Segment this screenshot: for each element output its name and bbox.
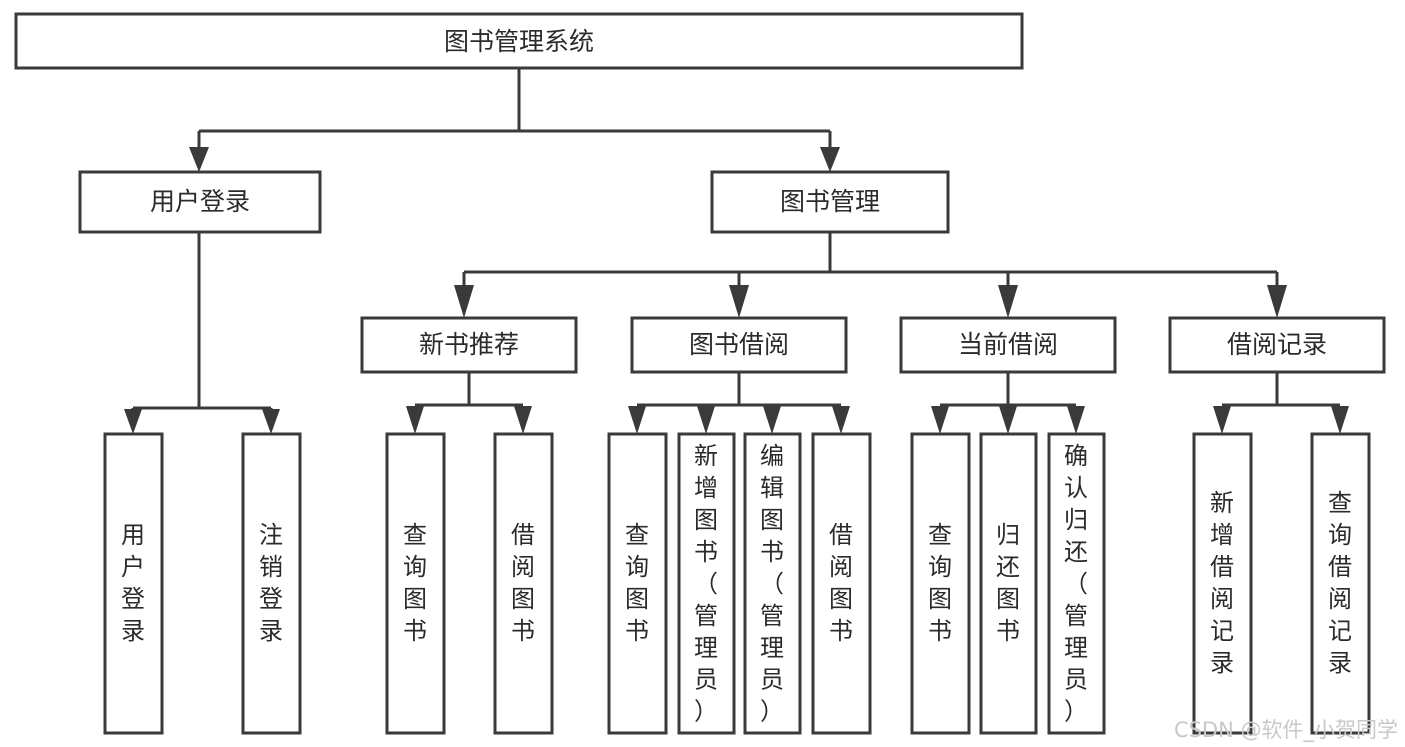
arrow-head-leaf-borrow-book-rec	[514, 406, 532, 434]
node-leaf-return-book-box[interactable]	[979, 432, 1038, 735]
node-current-borrow-box[interactable]	[899, 316, 1117, 374]
node-user-login-box[interactable]	[78, 170, 322, 234]
node-leaf-add-book-label: 新增图书（管理员）	[694, 442, 718, 725]
node-leaf-query-book-borrow-label: 查询图书	[625, 521, 649, 645]
node-leaf-query-book-borrow-box[interactable]	[607, 432, 668, 735]
node-leaf-user-login[interactable]: 用户登录	[103, 432, 164, 735]
arrow-head-leaf-user-login	[124, 409, 142, 434]
arrow-head-book-manage	[820, 147, 840, 172]
node-leaf-query-book-rec-box[interactable]	[385, 432, 446, 735]
node-leaf-borrow-book-rec-label: 借阅图书	[511, 521, 535, 645]
node-user-login-label: 用户登录	[150, 187, 250, 216]
arrow-head-borrow-record	[1267, 285, 1287, 318]
arrow-head-leaf-query-book-borrow	[628, 406, 646, 434]
node-leaf-query-book-cur-label: 查询图书	[928, 521, 952, 645]
arrow-head-leaf-add-record	[1213, 406, 1231, 434]
node-leaf-borrow-book[interactable]: 借阅图书	[811, 432, 872, 735]
node-leaf-edit-book[interactable]: 编辑图书（管理员）	[743, 432, 802, 735]
node-leaf-borrow-book-box[interactable]	[811, 432, 872, 735]
node-leaf-add-book-box[interactable]	[677, 432, 736, 735]
node-current-borrow-label: 当前借阅	[958, 330, 1058, 359]
node-leaf-borrow-book-label: 借阅图书	[829, 521, 853, 645]
node-leaf-query-record-label: 查询借阅记录	[1328, 489, 1352, 677]
arrow-head-leaf-query-book-rec	[406, 406, 424, 434]
node-leaf-query-record[interactable]: 查询借阅记录	[1310, 432, 1371, 735]
node-book-borrow-label: 图书借阅	[689, 330, 789, 359]
node-book-manage-label: 图书管理	[780, 187, 880, 216]
node-leaf-confirm-return-box[interactable]	[1047, 432, 1106, 735]
node-borrow-record[interactable]: 借阅记录	[1168, 316, 1386, 374]
node-book-borrow-box[interactable]	[630, 316, 848, 374]
arrow-head-leaf-edit-book	[763, 406, 781, 434]
node-leaf-edit-book-label: 编辑图书（管理员）	[760, 442, 784, 725]
node-leaf-borrow-book-rec[interactable]: 借阅图书	[493, 432, 554, 735]
node-leaf-borrow-book-rec-box[interactable]	[493, 432, 554, 735]
node-leaf-query-book-cur-box[interactable]	[910, 432, 971, 735]
node-root-box[interactable]	[14, 12, 1024, 70]
node-leaf-query-book-rec[interactable]: 查询图书	[385, 432, 446, 735]
node-root[interactable]: 图书管理系统	[14, 12, 1024, 70]
node-leaf-edit-book-box[interactable]	[743, 432, 802, 735]
arrow-head-leaf-query-record	[1331, 406, 1349, 434]
node-leaf-confirm-return-label: 确认归还（管理员）	[1064, 442, 1088, 725]
arrow-head-leaf-add-book	[697, 406, 715, 434]
node-root-label: 图书管理系统	[444, 27, 594, 56]
arrow-head-leaf-query-book-cur	[931, 406, 949, 434]
node-book-manage[interactable]: 图书管理	[710, 170, 950, 234]
csdn-watermark: CSDN @软件_小贺同学	[1174, 718, 1398, 743]
node-new-book-rec-label: 新书推荐	[419, 330, 519, 359]
node-leaf-logout-label: 注销登录	[259, 521, 283, 645]
arrow-head-current-borrow	[998, 285, 1018, 318]
node-leaf-add-book[interactable]: 新增图书（管理员）	[677, 432, 736, 735]
arrow-head-book-borrow	[729, 285, 749, 318]
connector-group	[124, 68, 1349, 434]
arrow-head-leaf-logout	[262, 409, 280, 434]
node-book-manage-box[interactable]	[710, 170, 950, 234]
node-leaf-add-record-box[interactable]	[1192, 432, 1253, 735]
node-leaf-logout[interactable]: 注销登录	[241, 432, 302, 735]
node-leaf-user-login-label: 用户登录	[121, 521, 145, 645]
node-borrow-record-label: 借阅记录	[1227, 330, 1327, 359]
node-leaf-logout-box[interactable]	[241, 432, 302, 735]
node-new-book-rec-box[interactable]	[360, 316, 578, 374]
node-new-book-rec[interactable]: 新书推荐	[360, 316, 578, 374]
arrow-head-leaf-confirm-return	[1067, 406, 1085, 434]
node-leaf-query-book-rec-label: 查询图书	[403, 521, 427, 645]
node-user-login[interactable]: 用户登录	[78, 170, 322, 234]
node-leaf-user-login-box[interactable]	[103, 432, 164, 735]
node-leaf-return-book[interactable]: 归还图书	[979, 432, 1038, 735]
arrow-head-leaf-return-book	[999, 406, 1017, 434]
node-current-borrow[interactable]: 当前借阅	[899, 316, 1117, 374]
node-borrow-record-box[interactable]	[1168, 316, 1386, 374]
node-leaf-add-record[interactable]: 新增借阅记录	[1192, 432, 1253, 735]
node-leaf-query-book-cur[interactable]: 查询图书	[910, 432, 971, 735]
node-leaf-confirm-return[interactable]: 确认归还（管理员）	[1047, 432, 1106, 735]
arrow-head-new-book-rec	[454, 285, 474, 318]
node-leaf-query-book-borrow[interactable]: 查询图书	[607, 432, 668, 735]
node-leaf-add-record-label: 新增借阅记录	[1210, 489, 1234, 677]
node-leaf-query-record-box[interactable]	[1310, 432, 1371, 735]
node-book-borrow[interactable]: 图书借阅	[630, 316, 848, 374]
node-leaf-return-book-label: 归还图书	[996, 521, 1020, 645]
arrow-head-user-login	[189, 147, 209, 172]
arrow-head-leaf-borrow-book	[832, 406, 850, 434]
